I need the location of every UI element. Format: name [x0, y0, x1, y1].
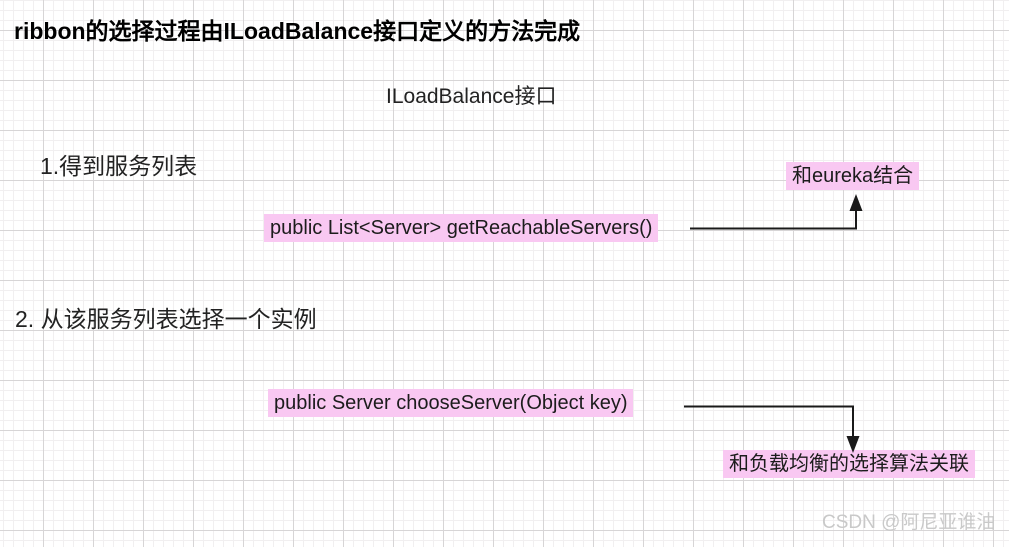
arrow-method2-to-algorithm — [684, 405, 860, 453]
step1-annotation-eureka: 和eureka结合 — [786, 162, 920, 190]
page-title: ribbon的选择过程由ILoadBalance接口定义的方法完成 — [14, 18, 581, 44]
step2-annotation-loadbalance: 和负载均衡的选择算法关联 — [723, 450, 975, 478]
step2-method-signature: public Server chooseServer(Object key) — [268, 389, 634, 417]
step1-label: 1.得到服务列表 — [40, 153, 198, 179]
interface-name-label: ILoadBalance接口 — [386, 85, 557, 108]
step1-method-signature: public List<Server> getReachableServers(… — [264, 214, 659, 242]
watermark-text: CSDN @阿尼亚谁油 — [822, 512, 996, 533]
step2-label: 2. 从该服务列表选择一个实例 — [15, 306, 317, 332]
arrow-method1-to-eureka — [690, 194, 863, 230]
arrowhead-up-icon — [849, 194, 863, 211]
